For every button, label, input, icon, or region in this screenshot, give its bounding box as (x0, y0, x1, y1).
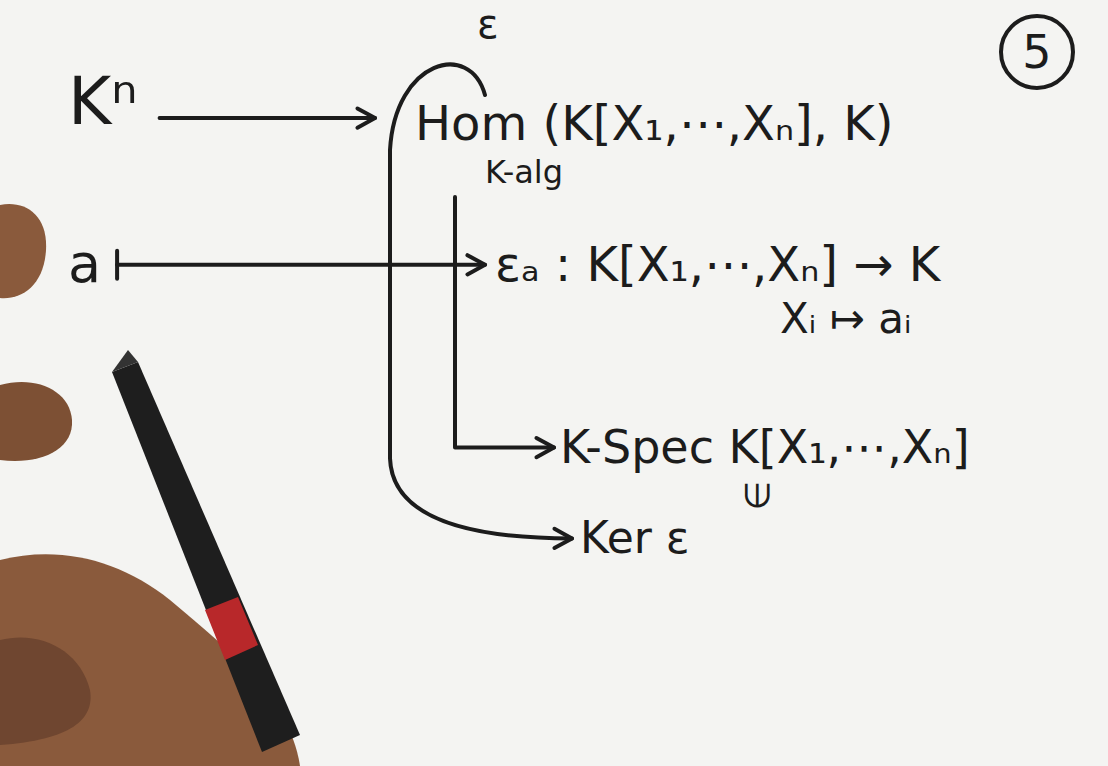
math-term: Ker ε (580, 512, 690, 565)
math-term: a (68, 232, 101, 297)
finger (0, 204, 46, 298)
hom-set: Hom (K[X₁,⋯,Xₙ], K)K-alg (415, 95, 894, 191)
map-name: ε (477, 2, 499, 46)
space-symbol: Kⁿ (68, 62, 138, 141)
math-term: Hom (K[X₁,⋯,Xₙ], K) (415, 95, 894, 153)
math-annotation: K-alg (415, 153, 894, 191)
arrow-connector (117, 251, 485, 279)
marker-pen (112, 362, 300, 752)
finger (0, 637, 91, 745)
callout-number: 5 (1022, 27, 1051, 78)
marker-band (205, 597, 258, 660)
finger (0, 382, 72, 461)
membership-symbol: ∈ (739, 481, 776, 511)
math-term: εₐ : K[X₁,⋯,Xₙ] → K (495, 236, 940, 294)
math-term: Kⁿ (68, 62, 138, 141)
math-term: K-Spec K[X₁,⋯,Xₙ] (560, 420, 970, 475)
spec-set: K-Spec K[X₁,⋯,Xₙ] (560, 420, 970, 475)
kernel-term: Ker ε (580, 512, 690, 565)
evaluation-map: εₐ : K[X₁,⋯,Xₙ] → KXᵢ ↦ aᵢ (495, 236, 940, 344)
marker-tip (112, 350, 138, 372)
arrow-connector (160, 109, 375, 128)
number-circle (1001, 16, 1073, 88)
point-symbol: a (68, 232, 101, 297)
math-annotation: Xᵢ ↦ aᵢ (495, 294, 940, 344)
